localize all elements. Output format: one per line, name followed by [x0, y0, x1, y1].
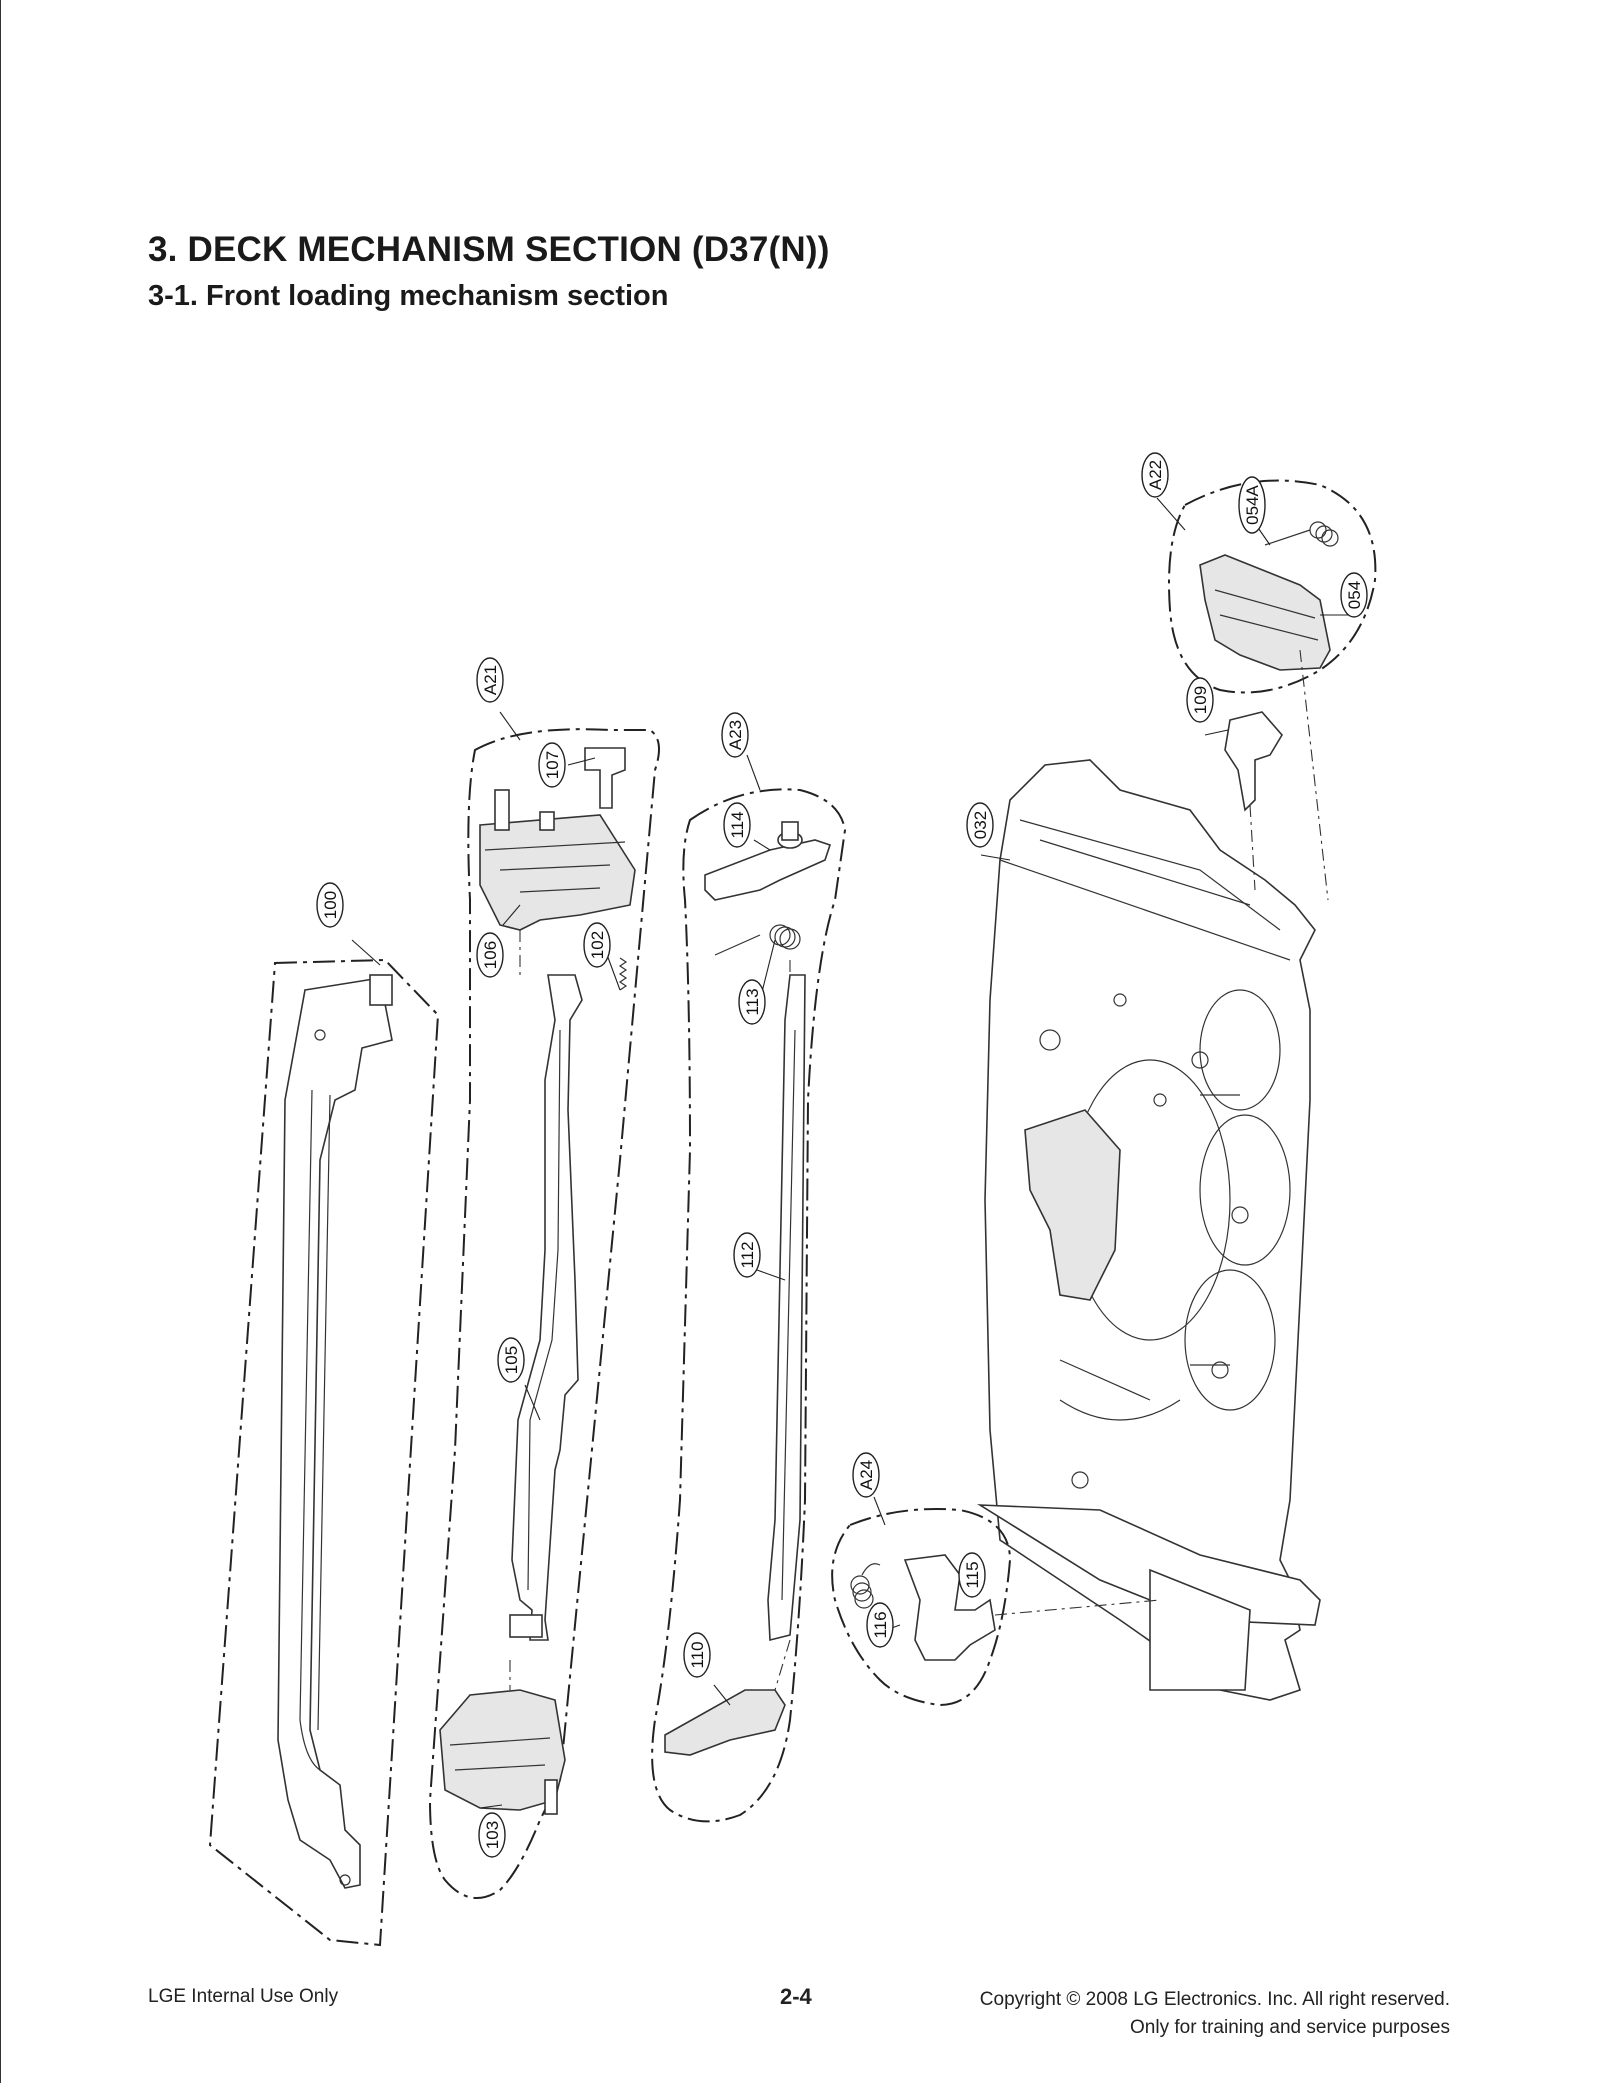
label-115-text: 115 [963, 1561, 982, 1588]
copyright-line-1: Copyright © 2008 LG Electronics. Inc. Al… [979, 1989, 1450, 2010]
label-110-text: 110 [688, 1641, 707, 1668]
label-a23: A23 [721, 712, 749, 758]
label-a23-text: A23 [726, 720, 745, 750]
label-114: 114 [723, 802, 751, 848]
label-a24-text: A24 [857, 1460, 876, 1490]
label-a21-text: A21 [481, 665, 500, 695]
page-title: 3. DECK MECHANISM SECTION (D37(N)) [148, 230, 830, 269]
label-112-text: 112 [738, 1241, 757, 1268]
label-113: 113 [738, 979, 766, 1025]
label-102-text: 102 [588, 931, 607, 959]
label-107: 107 [538, 742, 566, 788]
footer-copyright: Copyright © 2008 LG Electronics. Inc. Al… [980, 1986, 1450, 2042]
page-number: 2-4 [780, 1984, 812, 2009]
label-106: 106 [476, 932, 504, 978]
label-113-text: 113 [743, 988, 762, 1015]
copyright-line-2: Only for training and service purposes [1130, 2017, 1450, 2038]
label-054: 054 [1340, 572, 1368, 618]
part-100-rail-panel [208, 958, 440, 1947]
label-106-text: 106 [481, 941, 500, 969]
label-a22-text: A22 [1146, 460, 1165, 490]
label-109-text: 109 [1191, 686, 1210, 714]
label-107-text: 107 [543, 751, 562, 779]
label-054a-text: 054A [1243, 484, 1262, 524]
label-109: 109 [1186, 677, 1214, 723]
label-a21: A21 [476, 657, 504, 703]
label-100: 100 [316, 882, 344, 928]
assembly-a22 [1168, 479, 1377, 694]
label-115: 115 [958, 1552, 986, 1598]
assembly-a23 [651, 788, 847, 1823]
page-subtitle: 3-1. Front loading mechanism section [148, 280, 669, 312]
label-116-text: 116 [871, 1611, 890, 1638]
alignment-line-a24-032 [994, 1599, 1161, 1616]
label-105: 105 [497, 1337, 525, 1383]
footer-internal-use: LGE Internal Use Only [148, 1986, 339, 2007]
part-032-main-chassis [977, 759, 1321, 1701]
label-054-text: 054 [1345, 581, 1364, 609]
label-054a: 054A [1238, 476, 1266, 534]
label-112: 112 [733, 1232, 761, 1278]
label-116: 116 [866, 1602, 894, 1648]
label-103-text: 103 [483, 1821, 502, 1849]
assembly-a24 [831, 1508, 1012, 1707]
leader-lines [351, 497, 1354, 1809]
alignment-line-109-032 [1249, 804, 1256, 891]
assembly-a21 [428, 728, 660, 1899]
label-a22: A22 [1141, 452, 1169, 498]
label-103: 103 [478, 1812, 506, 1858]
label-114-text: 114 [728, 811, 747, 838]
label-110: 110 [683, 1632, 711, 1678]
label-032: 032 [966, 802, 994, 848]
alignment-line-a22-032 [1299, 649, 1329, 901]
label-102: 102 [583, 922, 611, 968]
label-100-text: 100 [321, 891, 340, 919]
label-032-text: 032 [971, 811, 990, 839]
label-105-text: 105 [502, 1346, 521, 1374]
label-a24: A24 [852, 1452, 880, 1498]
part-109-bracket [1224, 711, 1283, 812]
